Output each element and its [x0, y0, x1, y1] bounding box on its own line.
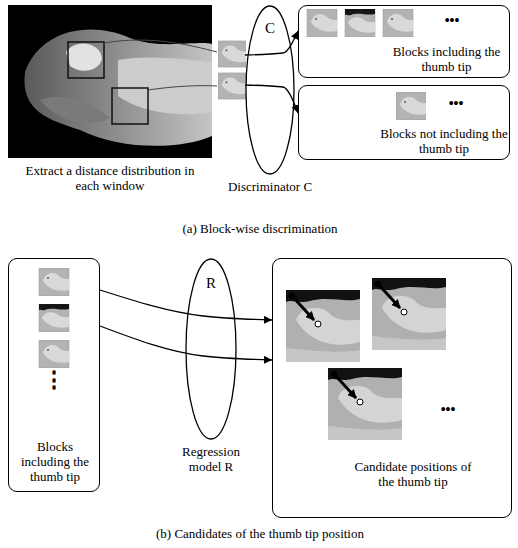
regression-ellipse: RRegression model R [185, 258, 237, 440]
box-text: Blocks not including the thumb tip [379, 126, 509, 156]
flow-arrow [245, 85, 298, 113]
figure-caption: (b) Candidates of the thumb tip position [60, 526, 460, 541]
extracted-block [218, 41, 246, 99]
ellipse-outline [186, 259, 236, 439]
ellipsis-dots: ⋮ [29, 372, 79, 387]
figure-caption: (a) Block-wise discrimination [60, 221, 460, 236]
depth-image [8, 5, 212, 158]
model-heading: Discriminator C [225, 179, 315, 194]
flow-arrow [100, 290, 272, 320]
model-letter: C [245, 21, 295, 36]
candidate-image [286, 278, 446, 440]
model-heading: Regression model R [166, 444, 256, 474]
ellipsis-dots: ••• [434, 96, 478, 111]
window-leader [104, 40, 217, 90]
block-thumbnail [307, 9, 426, 120]
result-box: Blocks not including the thumb tip [298, 85, 510, 160]
result-box: Blocks including the thumb tip [298, 5, 510, 78]
ellipse-outline [246, 6, 294, 174]
image-caption: Extract a distance distribution in each … [25, 163, 195, 193]
block-thumbnail [39, 268, 69, 368]
box-text: Blocks including the thumb tip [12, 439, 98, 484]
ellipsis-dots: ••• [423, 402, 473, 417]
ellipsis-dots: ••• [430, 13, 474, 28]
discriminator-ellipse: CDiscriminator C [245, 5, 295, 175]
candidate-box: Candidate positions of the thumb tip [272, 258, 512, 518]
box-text: Blocks including the thumb tip [384, 44, 509, 74]
depth-image-panel: Extract a distance distribution in each … [8, 5, 212, 195]
model-letter: R [185, 276, 237, 291]
box-text: Candidate positions of the thumb tip [348, 459, 478, 489]
